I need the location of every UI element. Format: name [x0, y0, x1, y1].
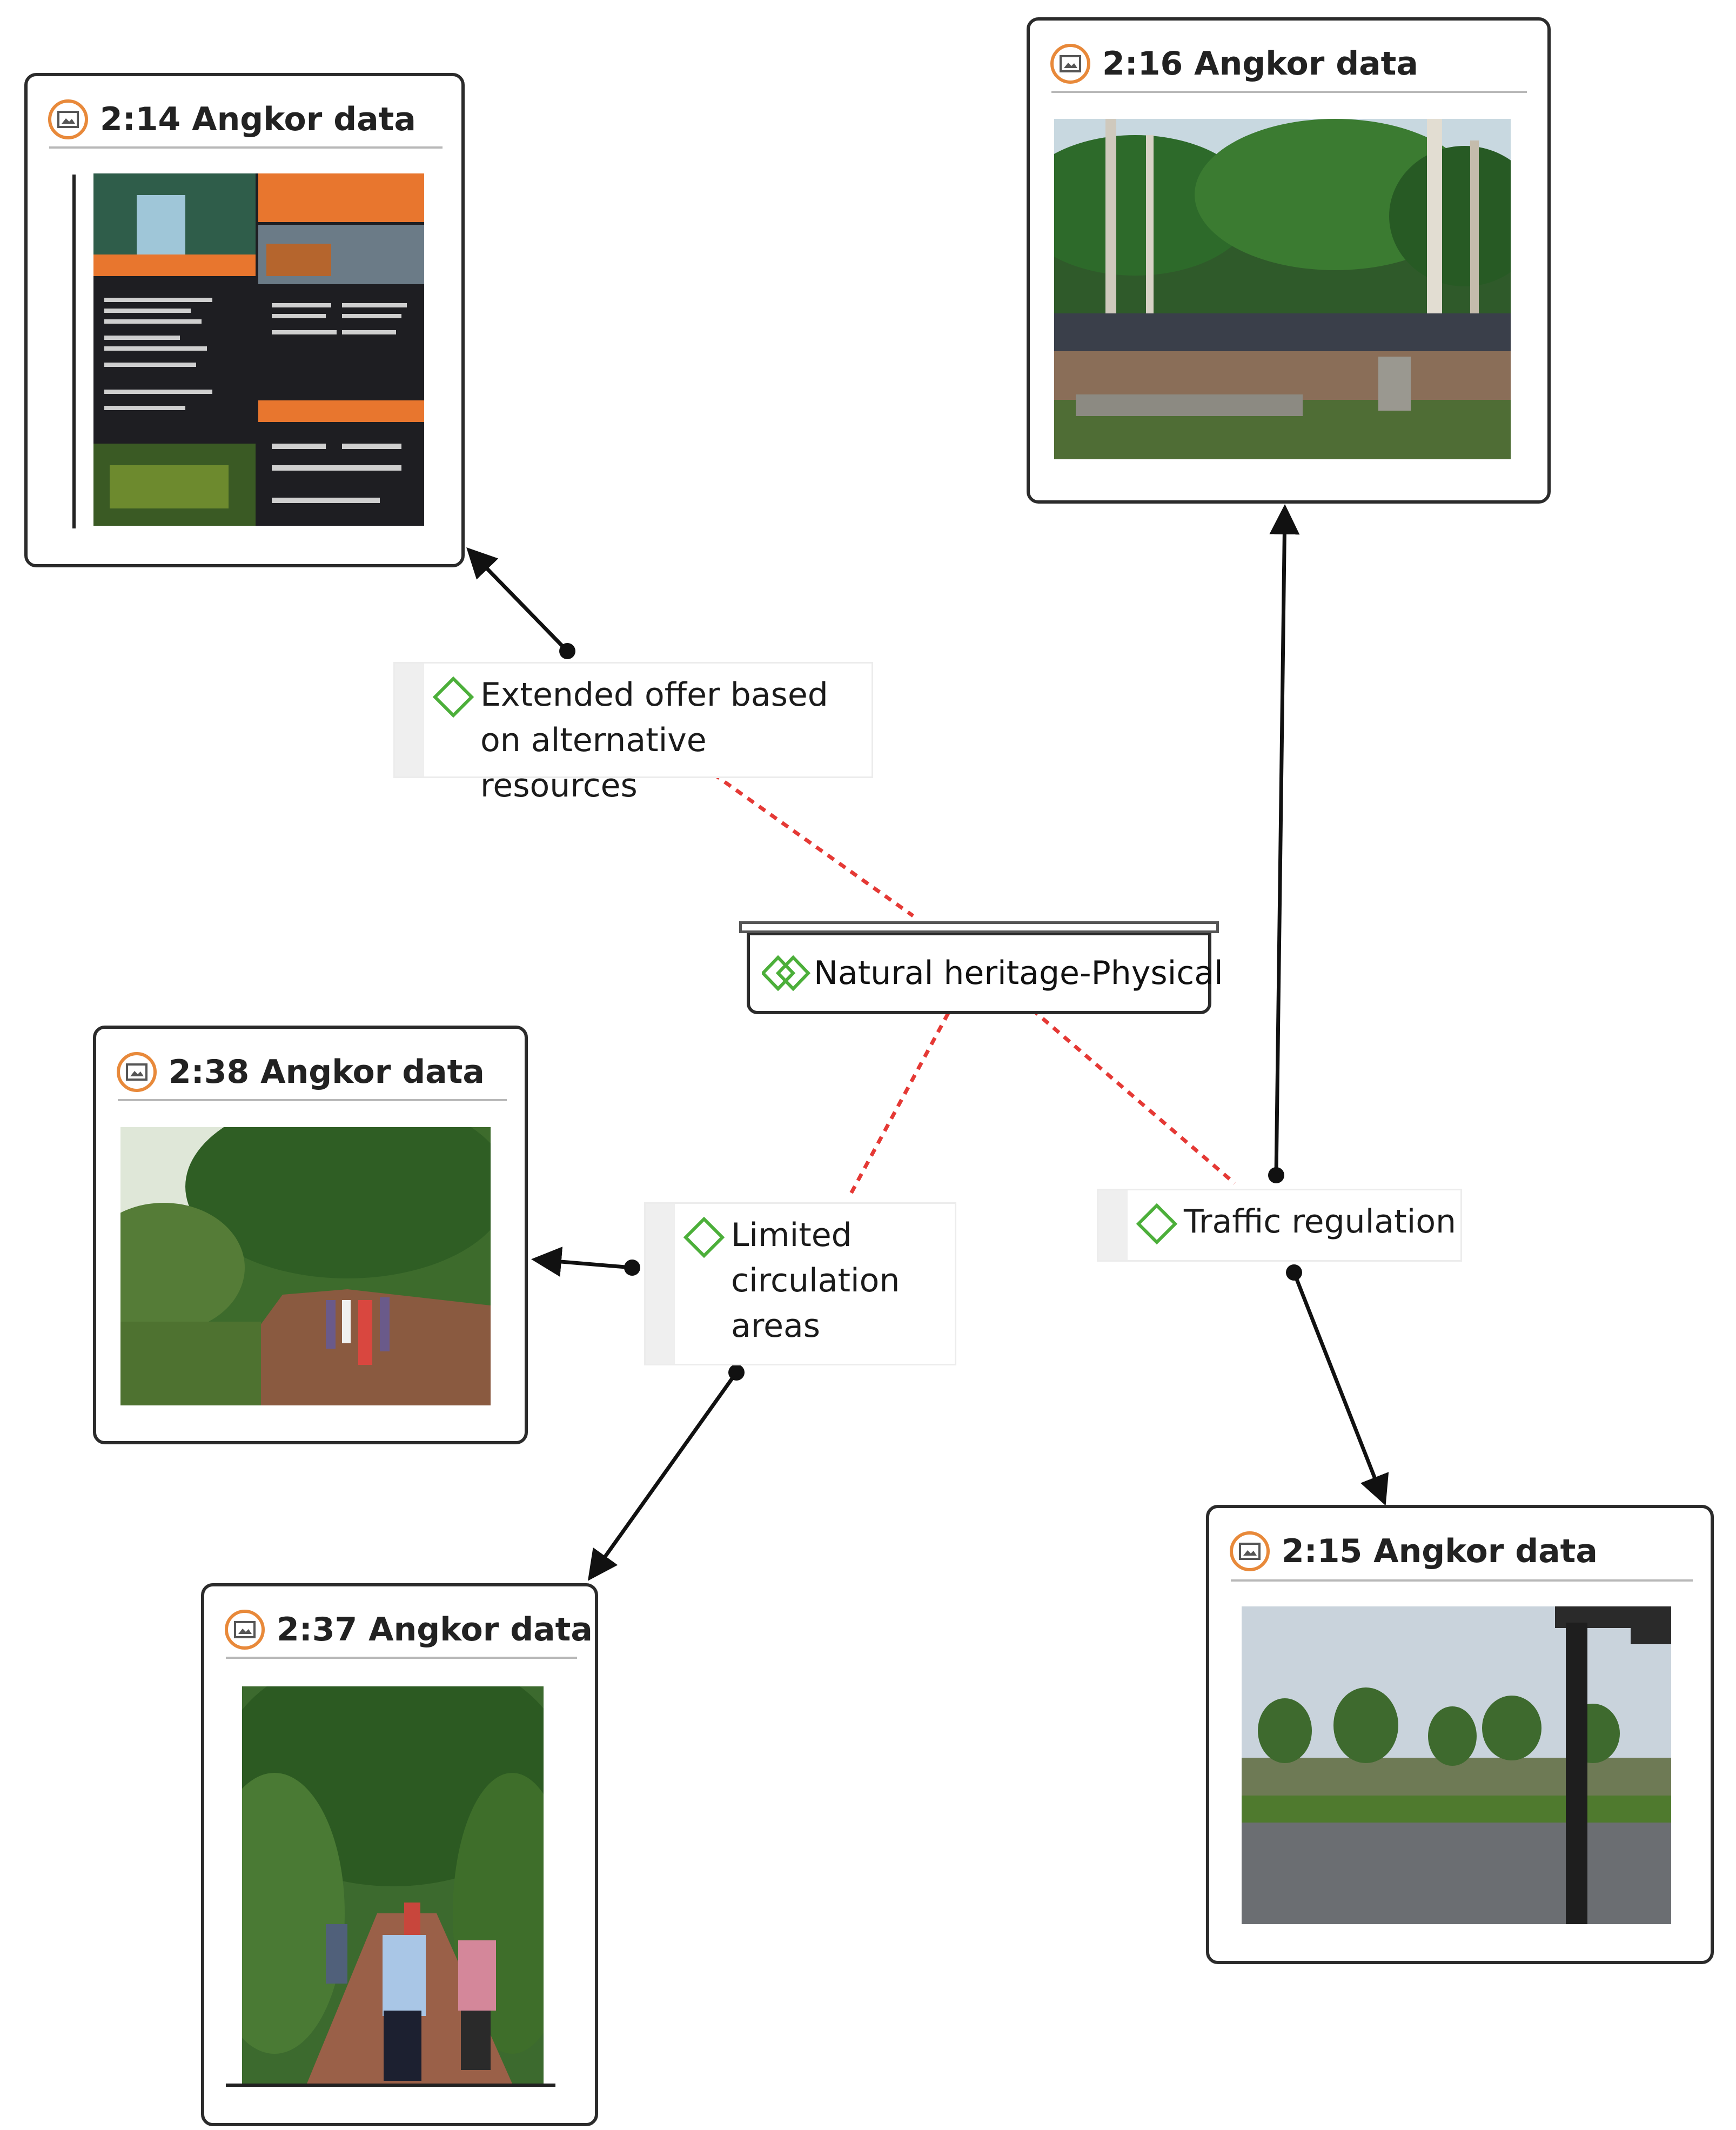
document-title: 2:38 Angkor data	[169, 1053, 485, 1091]
document-header: 2:16 Angkor data	[1050, 37, 1418, 91]
code-natural-heritage-physical[interactable]: Natural heritage-Physical	[739, 921, 1223, 1014]
code-node-side-bar	[1098, 1190, 1128, 1260]
document-card-2-16[interactable]: 2:16 Angkor data	[1027, 17, 1551, 504]
code-node-side-bar	[646, 1204, 675, 1364]
code-label: Traffic regulation	[1184, 1203, 1457, 1241]
document-header: 2:38 Angkor data	[117, 1045, 485, 1099]
image-document-icon	[117, 1052, 157, 1092]
header-divider	[226, 1657, 577, 1659]
code-label: Limited circulation areas	[731, 1216, 900, 1345]
image-document-icon	[1230, 1531, 1270, 1571]
jungle-trail-walkers-photo[interactable]	[242, 1686, 544, 2084]
document-title: 2:15 Angkor data	[1282, 1532, 1598, 1570]
image-document-icon	[1050, 44, 1090, 84]
image-document-icon	[225, 1610, 265, 1650]
document-header: 2:15 Angkor data	[1230, 1524, 1598, 1578]
header-divider	[1051, 91, 1527, 93]
document-title: 2:14 Angkor data	[100, 101, 416, 138]
code-limited-circulation-areas[interactable]: Limited circulation areas	[644, 1202, 956, 1365]
diamond-icon	[682, 1216, 726, 1261]
document-card-2-37[interactable]: 2:37 Angkor data	[201, 1583, 598, 2126]
arrow-limited-to-2-37	[587, 1364, 745, 1581]
diamond-icon	[432, 675, 475, 721]
arrow-traffic-to-2-16	[1268, 504, 1300, 1183]
arrow-limited-to-2-38	[531, 1247, 640, 1277]
document-card-2-38[interactable]: 2:38 Angkor data	[93, 1026, 528, 1444]
code-node-side-bar	[395, 664, 424, 776]
document-title: 2:16 Angkor data	[1102, 45, 1418, 83]
forest-path-crowd-photo[interactable]	[120, 1127, 491, 1405]
code-extended-offer[interactable]: Extended offer based on alternative reso…	[393, 662, 873, 805]
tour-brochure-photo[interactable]	[93, 173, 424, 526]
diamond-icon	[1135, 1202, 1178, 1248]
code-label: Natural heritage-Physical	[814, 954, 1223, 992]
image-document-icon	[48, 99, 88, 139]
dotted-link-traffic-regulation	[1030, 1008, 1236, 1185]
document-card-2-15[interactable]: 2:15 Angkor data	[1206, 1505, 1714, 1964]
document-card-2-14[interactable]: 2:14 Angkor data	[24, 73, 465, 567]
document-header: 2:37 Angkor data	[225, 1603, 593, 1657]
double-diamond-icon	[762, 954, 810, 992]
header-divider	[118, 1099, 507, 1101]
header-divider	[1231, 1579, 1693, 1582]
code-label: Extended offer based on alternative reso…	[480, 676, 828, 805]
code-traffic-regulation[interactable]: Traffic regulation	[1097, 1189, 1462, 1262]
parking-under-trees-photo[interactable]	[1054, 119, 1511, 459]
preview-bottom-line	[226, 2084, 555, 2087]
open-field-road-photo[interactable]	[1242, 1606, 1671, 1924]
dotted-link-limited-circulation	[846, 1012, 950, 1200]
arrow-extended-offer-to-2-14	[466, 547, 575, 659]
document-title: 2:37 Angkor data	[277, 1611, 593, 1649]
center-node-top-bar	[739, 921, 1219, 933]
arrow-traffic-to-2-15	[1286, 1264, 1389, 1506]
header-divider	[49, 146, 443, 149]
preview-side-line	[72, 175, 76, 528]
document-header: 2:14 Angkor data	[48, 92, 416, 146]
